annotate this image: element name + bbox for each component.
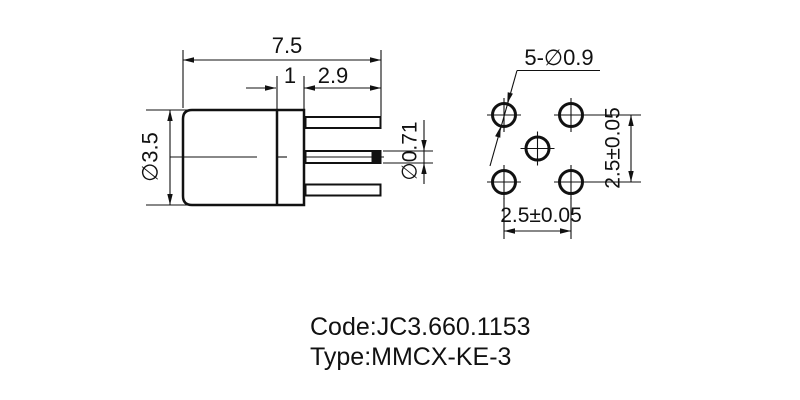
pin-bottom <box>304 183 382 197</box>
dim-hole-callout-label: 5-∅0.9 <box>524 45 593 70</box>
dim-pin-length-label: 2.9 <box>318 63 349 88</box>
dim-pitch-horizontal-label: 2.5±0.05 <box>500 204 582 227</box>
dim-body-diameter-label: ∅3.5 <box>138 132 163 182</box>
pin-top <box>304 116 382 129</box>
dim-overall-length-label: 7.5 <box>272 33 303 58</box>
dim-hole-callout: 5-∅0.9 <box>489 45 600 167</box>
footprint-view: 5-∅0.9 2.5±0.05 2.5±0.05 <box>487 45 641 239</box>
dim-pin-diameter-label: ∅0.71 <box>398 121 421 180</box>
dim-pitch-vertical: 2.5±0.05 <box>588 107 641 189</box>
side-view: 7.5 1 2.9 ∅3.5 <box>138 33 433 207</box>
dim-pin-diameter: ∅0.71 <box>383 120 433 184</box>
dim-overall-length: 7.5 <box>182 33 382 116</box>
dim-pitch-vertical-label: 2.5±0.05 <box>601 107 624 189</box>
dim-pitch-horizontal: 2.5±0.05 <box>500 198 582 239</box>
hole-center <box>520 131 555 166</box>
title-block: Code:JC3.660.1153 Type:MMCX-KE-3 <box>310 313 531 371</box>
hole-bottom-right <box>554 165 588 199</box>
dim-flange-and-pin-length: 1 2.9 <box>246 63 381 110</box>
connector-body <box>181 108 306 207</box>
hole-bottom-left <box>487 165 521 199</box>
part-type-label: Type:MMCX-KE-3 <box>310 343 511 371</box>
part-code-label: Code:JC3.660.1153 <box>310 313 531 341</box>
dim-flange-width-label: 1 <box>284 63 296 88</box>
hole-top-right <box>554 98 588 132</box>
dim-body-diameter: ∅3.5 <box>138 109 189 206</box>
